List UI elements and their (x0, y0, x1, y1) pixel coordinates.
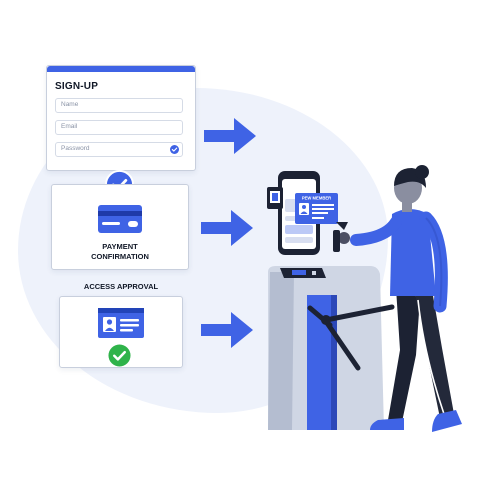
name-field-placeholder: Name (61, 101, 79, 108)
access-approval-card (59, 296, 183, 368)
payment-label-line1: PAYMENT (102, 242, 138, 251)
access-approval-title: ACCESS APPROVAL (83, 282, 159, 291)
arrow-right-icon (201, 210, 253, 246)
signup-card: SIGN-UP Name Email Password (46, 65, 196, 171)
password-field[interactable]: Password (55, 142, 183, 157)
field-check-icon (170, 145, 179, 154)
name-field[interactable]: Name (55, 98, 183, 113)
turnstile-gate (268, 266, 395, 430)
member-pass-popup (295, 193, 338, 224)
member-pass-badge-label: PEW MEMBER (302, 196, 331, 201)
password-field-placeholder: Password (61, 145, 90, 152)
arrow-right-icon (204, 118, 256, 154)
access-approved-check-icon (108, 344, 131, 367)
payment-label-line2: CONFIRMATION (91, 252, 149, 261)
arrow-right-icon (201, 312, 253, 348)
signup-title: SIGN-UP (55, 81, 99, 92)
person-figure (333, 165, 462, 432)
signup-card-topbar (47, 66, 195, 72)
email-field[interactable]: Email (55, 120, 183, 135)
credit-card-icon (98, 205, 142, 233)
email-field-placeholder: Email (61, 123, 78, 130)
id-card-icon (98, 308, 144, 338)
payment-confirmation-card: PAYMENT CONFIRMATION (51, 184, 189, 270)
